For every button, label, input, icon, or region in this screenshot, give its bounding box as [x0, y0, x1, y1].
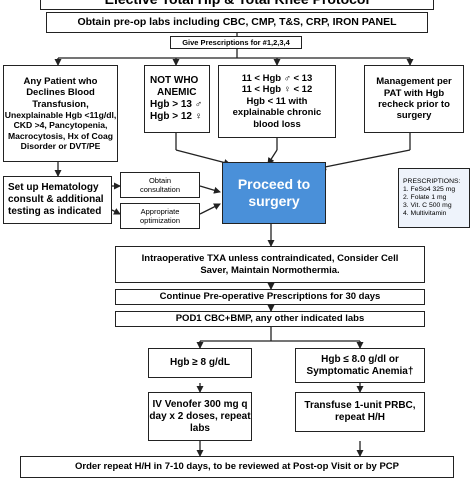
- intraop-line: Saver, Maintain Normothermia.: [200, 264, 340, 276]
- declines-line: Declines Blood: [26, 87, 95, 99]
- hematology-line: Set up Hematology: [8, 182, 99, 193]
- preop-labs-box: Obtain pre-op labs including CBC, CMP, T…: [46, 12, 428, 33]
- arrow-anemic-proceed: [267, 149, 278, 165]
- management-line: recheck prior to: [378, 99, 450, 110]
- venofer-line: labs: [189, 422, 210, 434]
- obtain-consult-line: consultation: [139, 185, 181, 194]
- prescriptions-note-text: Give Prescriptions for #1,2,3,4: [182, 38, 290, 47]
- hgb-high-text: Hgb ≥ 8 g/dL: [170, 357, 230, 368]
- declines-transfusion-box: Any Patient who Declines Blood Transfusi…: [3, 65, 118, 162]
- anemic-range-line: blood loss: [253, 118, 301, 130]
- anemic-range-line: 11 < Hgb ♀ < 12: [241, 84, 313, 96]
- arrow-to-optimization: [111, 208, 121, 215]
- continue-prescriptions-text: Continue Pre-operative Prescriptions for…: [159, 291, 381, 303]
- intraop-line: Intraoperative TXA unless contraindicate…: [141, 253, 399, 265]
- preop-labs-text: Obtain pre-op labs including CBC, CMP, T…: [77, 16, 397, 29]
- protocol-title-text: Elective Total Hip & Total Knee Protocol: [105, 0, 370, 8]
- venofer-line: IV Venofer 300 mg q: [152, 398, 248, 410]
- prescriptions-box: PRESCRIPTIONS: 1. FeSo4 325 mg 2. Folate…: [398, 168, 470, 228]
- declines-line: Macrocytosis, Hx of Coag: [7, 130, 114, 141]
- management-line: surgery: [396, 110, 432, 122]
- arrow-not-anemic-proceed: [175, 149, 231, 166]
- management-line: PAT with Hgb: [383, 87, 445, 99]
- protocol-title: Elective Total Hip & Total Knee Protocol: [40, 0, 434, 10]
- obtain-consultation-box: Obtain consultation: [120, 172, 200, 198]
- hgb-low-line: Hgb ≤ 8.0 g/dl or: [321, 353, 399, 365]
- management-line: Management per: [376, 76, 452, 88]
- arrow-consult-proceed: [199, 185, 221, 194]
- not-anemic-line: ANEMIC: [157, 87, 197, 98]
- appropriate-optimization-box: Appropriate optimization: [120, 203, 200, 229]
- prescription-item: 1. FeSo4 325 mg: [403, 185, 456, 193]
- proceed-to-surgery-box: Proceed to surgery: [222, 162, 326, 224]
- declines-line: CKD >4, Pancytopenia,: [13, 120, 108, 131]
- declines-line: Disorder or DVT/PE: [20, 140, 101, 151]
- declines-line: Any Patient who: [23, 75, 98, 87]
- prescription-item: 2. Folate 1 mg: [403, 193, 447, 201]
- prescriptions-title: PRESCRIPTIONS:: [403, 177, 461, 185]
- transfuse-line: Transfuse 1-unit PRBC,: [304, 400, 416, 411]
- proceed-to-surgery-text: Proceed to surgery: [237, 176, 311, 209]
- hgb-low-line: Symptomatic Anemia†: [306, 365, 414, 377]
- not-anemic-line: Hgb > 12 ♀: [150, 111, 203, 122]
- appropriate-opt-line: Appropriate: [140, 207, 180, 216]
- hematology-line: testing as indicated: [8, 206, 102, 217]
- management-box: Management per PAT with Hgb recheck prio…: [364, 65, 464, 133]
- arrow-optimization-proceed: [199, 203, 221, 215]
- transfuse-box: Transfuse 1-unit PRBC, repeat H/H: [295, 392, 425, 432]
- hgb-high-box: Hgb ≥ 8 g/dL: [148, 348, 252, 378]
- prescriptions-note-box: Give Prescriptions for #1,2,3,4: [170, 36, 302, 49]
- anemic-range-line: 11 < Hgb ♂ < 13: [241, 73, 313, 85]
- arrow-management-proceed: [319, 149, 411, 171]
- anemic-range-box: 11 < Hgb ♂ < 13 11 < Hgb ♀ < 12 Hgb < 11…: [218, 65, 336, 138]
- anemic-range-line: Hgb < 11 with: [246, 95, 308, 107]
- footer-box: Order repeat H/H in 7-10 days, to be rev…: [20, 456, 454, 478]
- appropriate-opt-line: optimization: [139, 216, 181, 225]
- hematology-box: Set up Hematology consult & additional t…: [3, 176, 112, 224]
- pod1-labs-box: POD1 CBC+BMP, any other indicated labs: [115, 311, 425, 327]
- footer-text: Order repeat H/H in 7-10 days, to be rev…: [75, 461, 399, 472]
- declines-line: Unexplainable Hgb <11g/dl,: [4, 109, 117, 120]
- prescription-item: 3. Vit. C 500 mg: [403, 202, 452, 210]
- intraop-box: Intraoperative TXA unless contraindicate…: [115, 246, 425, 283]
- transfuse-line: repeat H/H: [334, 412, 385, 423]
- hematology-line: consult & additional: [8, 194, 104, 205]
- venofer-line: day x 2 doses, repeat: [149, 410, 251, 422]
- continue-prescriptions-box: Continue Pre-operative Prescriptions for…: [115, 289, 425, 305]
- obtain-consult-line: Obtain: [148, 176, 172, 185]
- prescription-item: 4. Multivitamin: [403, 210, 447, 218]
- pod1-labs-text: POD1 CBC+BMP, any other indicated labs: [175, 313, 365, 325]
- not-anemic-line: Hgb > 13 ♂: [150, 99, 203, 110]
- not-anemic-box: NOT WHO ANEMIC Hgb > 13 ♂ Hgb > 12 ♀: [144, 65, 210, 133]
- hgb-low-box: Hgb ≤ 8.0 g/dl or Symptomatic Anemia†: [295, 348, 425, 383]
- declines-line: Transfusion,: [32, 98, 89, 110]
- venofer-box: IV Venofer 300 mg q day x 2 doses, repea…: [148, 392, 252, 441]
- not-anemic-line: NOT WHO: [150, 75, 199, 86]
- anemic-range-line: explainable chronic: [232, 107, 322, 119]
